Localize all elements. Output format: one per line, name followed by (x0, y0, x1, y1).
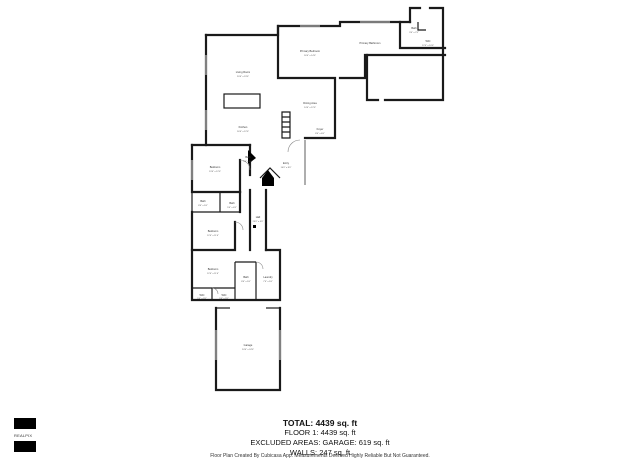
room-laundry-dim: 7'0" x 5'0" (263, 281, 273, 283)
room-bath2-label: Bath (200, 199, 206, 203)
room-hall-dim: 25'0" x 4'0" (253, 221, 264, 223)
room-kitchen-dim: 16'0" x 12'0" (237, 131, 249, 133)
fireplace-icon (262, 170, 274, 186)
room-wic2-label: WIC (199, 293, 204, 297)
floor1-area: FLOOR 1: 4439 sq. ft (284, 428, 356, 437)
room-bedroom2-dim: 12'0" x 11'0" (207, 235, 219, 237)
room-dining-dim: 14'0" x 12'0" (304, 107, 316, 109)
total-area: TOTAL: 4439 sq. ft (282, 418, 358, 428)
room-bedroom3-dim: 12'0" x 11'0" (207, 273, 219, 275)
room-bath3-dim: 5'0" x 4'0" (227, 207, 237, 209)
brand-logo-icon: REALPIX (14, 418, 36, 456)
room-wic-dim: 12'0" x 10'0" (422, 45, 434, 47)
room-bath1-label: Bath (245, 155, 251, 159)
room-garage-dim: 24'0" x 24'0" (242, 349, 254, 351)
room-wic-label: WIC (425, 39, 430, 43)
excluded-area: EXCLUDED AREAS: GARAGE: 619 sq. ft (250, 438, 390, 447)
room-primary-dim: 16'0" x 14'0" (304, 55, 316, 57)
room-bedroom3-label: Bedroom (208, 267, 219, 271)
room-entry-label: Entry (283, 161, 290, 165)
room-foyer-dim: 8'0" x 6'0" (315, 133, 325, 135)
room-bath-top-dim: 9'0" x 7'0" (409, 32, 419, 34)
room-bedroom1-dim: 13'0" x 12'0" (209, 171, 221, 173)
room-bedroom2-label: Bedroom (208, 229, 219, 233)
room-wic2-dim: 5'0" x 3'0" (197, 298, 207, 300)
room-garage-label: Garage (244, 343, 253, 347)
room-laundry-label: Laundry (263, 275, 273, 279)
room-foyer-label: Foyer (317, 127, 324, 131)
room-bath4-dim: 8'0" x 5'0" (241, 281, 251, 283)
room-bath1-dim: 5'0" x 5'0" (243, 161, 253, 163)
room-living-dim: 20'0" x 19'0" (237, 76, 249, 78)
room-wic3-label: WIC (221, 293, 226, 297)
room-bedroom1-label: Bedroom (210, 165, 221, 169)
room-entry-dim: 10'0" x 8'0" (281, 167, 292, 169)
room-bath4-label: Bath (243, 275, 249, 279)
walls-area: WALLS: 247 sq. ft (289, 448, 351, 457)
disclaimer: Floor Plan Created By Cubicasa App. Meas… (210, 453, 430, 459)
room-wic3-dim: 5'0" x 3'0" (219, 298, 229, 300)
room-hall-label: Hall (256, 215, 261, 219)
plan-windows (191, 21, 390, 360)
room-dining-label: Dining Area (303, 101, 317, 105)
room-kitchen-label: Kitchen (239, 125, 248, 129)
room-primary-label: Primary Bedroom (300, 49, 320, 53)
room-bath-top-label: Bath (411, 26, 417, 30)
room-bath3-label: Bath (229, 201, 235, 205)
brand-logo-text: REALPIX (14, 433, 33, 438)
area-totals: TOTAL: 4439 sq. ft FLOOR 1: 4439 sq. ft … (0, 418, 640, 458)
room-living-label: Living Room (236, 70, 250, 74)
plan-doors (211, 139, 301, 295)
post-icon (253, 225, 256, 228)
room-bath2-dim: 8'0" x 5'0" (198, 205, 208, 207)
column-icon (248, 150, 256, 164)
plan-walls (190, 6, 447, 392)
room-labels: Living Room 20'0" x 19'0" Primary Bedroo… (197, 26, 434, 351)
room-primary-bath-label: Primary Bathroom (360, 41, 381, 45)
